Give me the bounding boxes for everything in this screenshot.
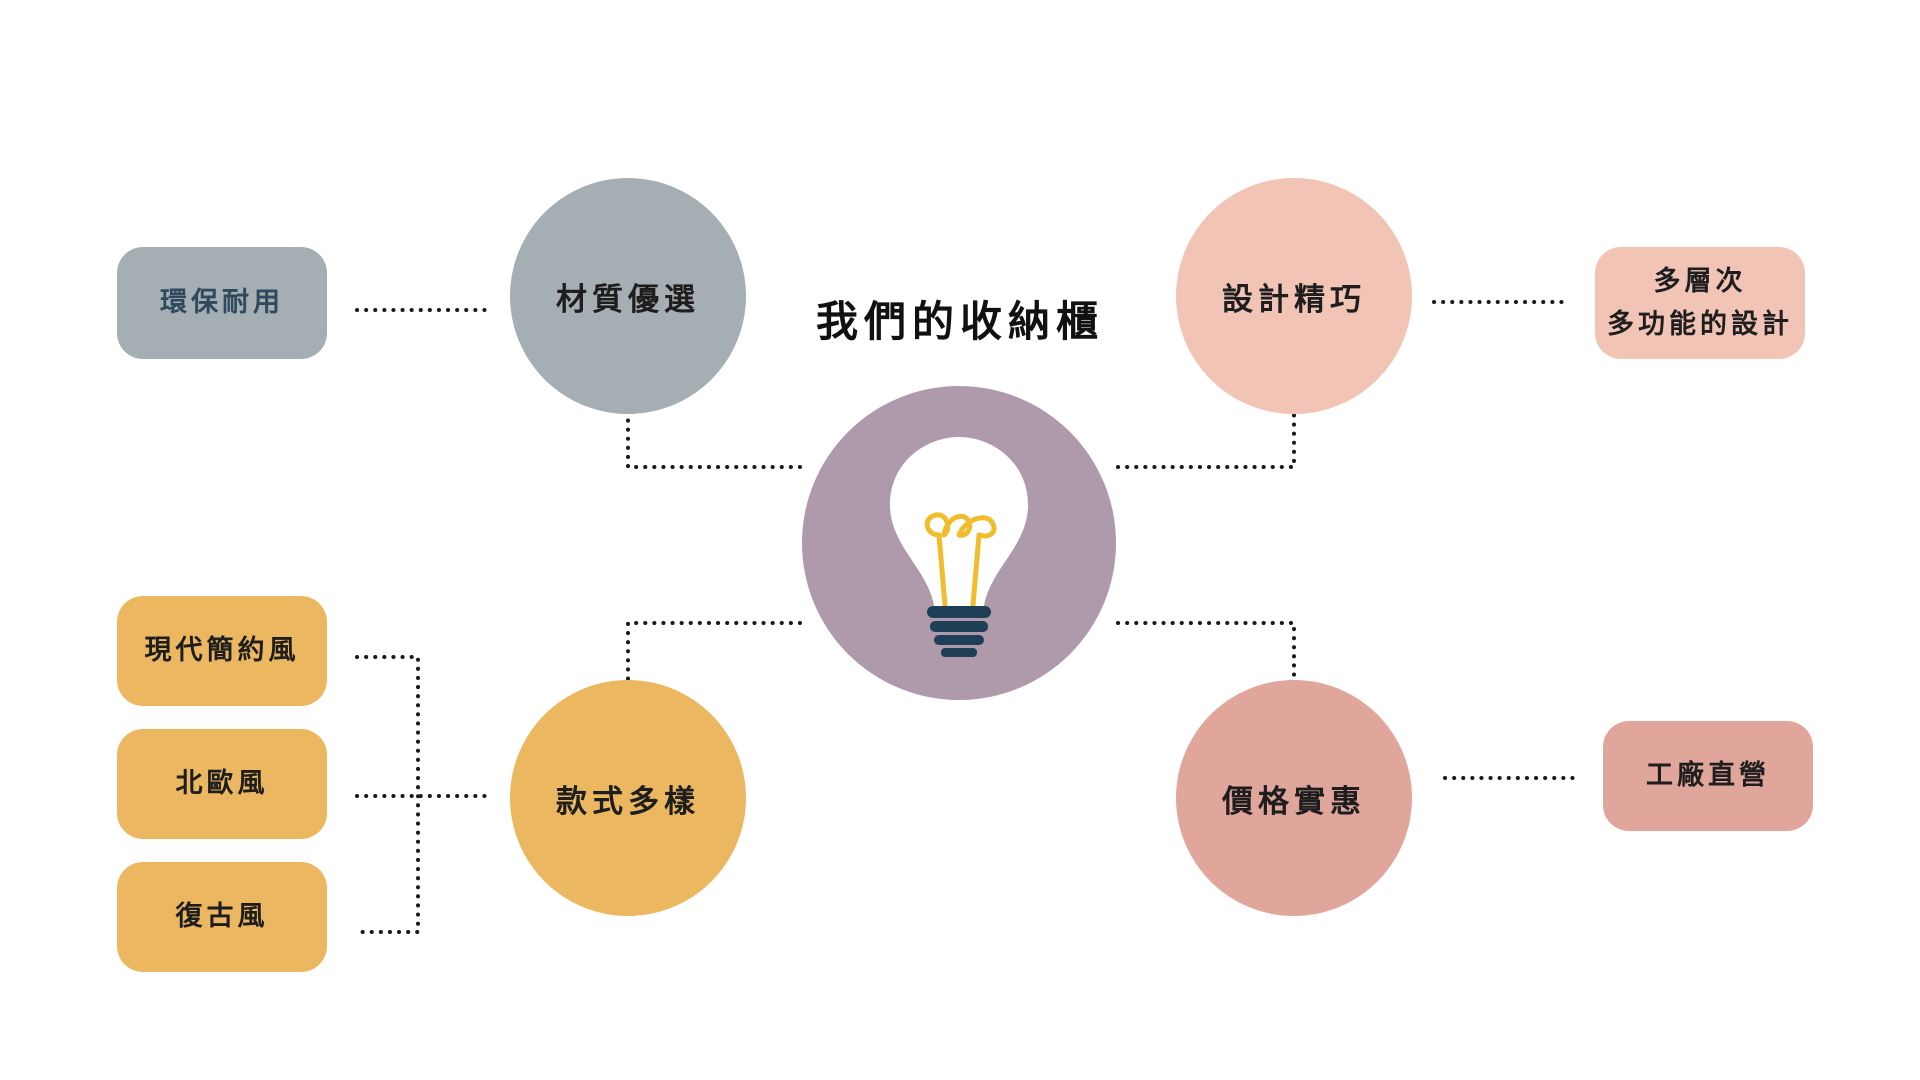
design-label: 設計精巧 bbox=[1222, 281, 1366, 318]
price-node: 價格實惠 bbox=[1176, 680, 1412, 916]
style-detail-box-1: 現代簡約風 bbox=[117, 596, 327, 706]
price-label: 價格實惠 bbox=[1222, 783, 1366, 820]
design-node: 設計精巧 bbox=[1176, 178, 1412, 414]
style-detail-text-1: 現代簡約風 bbox=[144, 635, 300, 667]
material-label: 材質優選 bbox=[556, 281, 700, 318]
material-detail-box: 環保耐用 bbox=[117, 247, 327, 359]
design-detail-box: 多層次 多功能的設計 bbox=[1595, 247, 1805, 359]
price-detail-text: 工廠直營 bbox=[1646, 760, 1770, 792]
diagram-title: 我們的收納櫃 bbox=[815, 296, 1104, 346]
design-detail-line-1: 多層次 bbox=[1653, 265, 1747, 297]
style-detail-text-3: 復古風 bbox=[175, 901, 269, 933]
style-detail-box-2: 北歐風 bbox=[117, 729, 327, 839]
material-detail-text: 環保耐用 bbox=[160, 287, 284, 319]
style-node: 款式多樣 bbox=[510, 680, 746, 916]
style-detail-box-3: 復古風 bbox=[117, 862, 327, 972]
light-bulb-icon bbox=[890, 437, 1028, 657]
style-label: 款式多樣 bbox=[556, 783, 700, 820]
connector-style-details bbox=[355, 655, 492, 934]
design-detail-line-2: 多功能的設計 bbox=[1607, 309, 1793, 340]
design-detail-lines: 多層次 多功能的設計 bbox=[1607, 260, 1793, 346]
price-detail-box: 工廠直營 bbox=[1603, 721, 1813, 831]
material-node: 材質優選 bbox=[510, 178, 746, 414]
connector-center-to-style bbox=[626, 621, 802, 717]
style-detail-text-2: 北歐風 bbox=[175, 768, 269, 800]
